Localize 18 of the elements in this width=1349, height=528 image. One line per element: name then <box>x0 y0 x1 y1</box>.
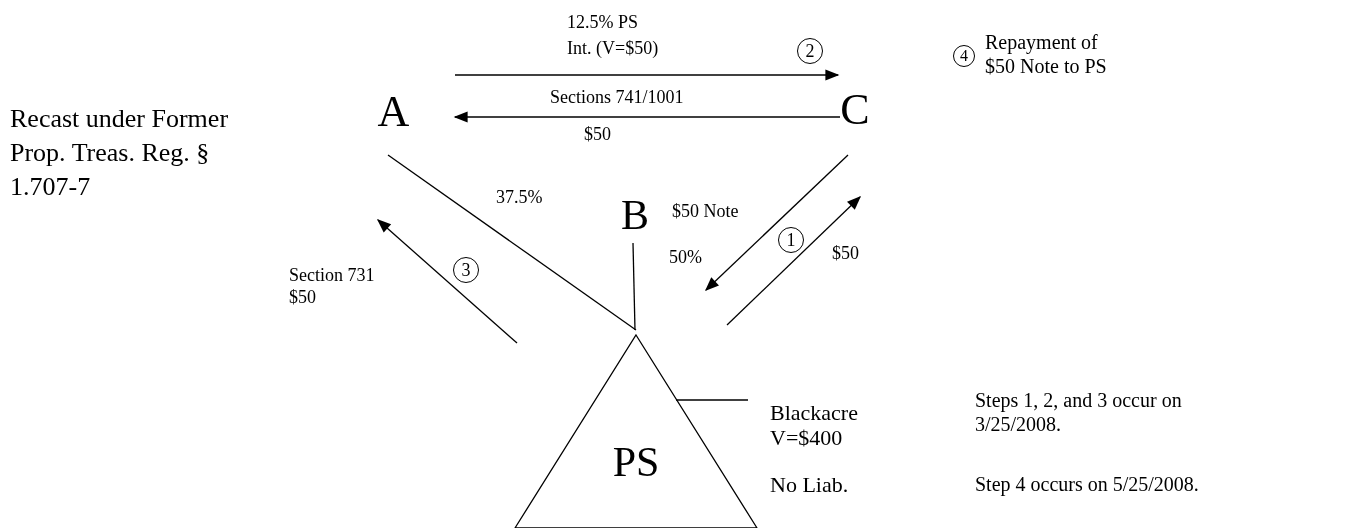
date-note: Steps 1, 2, and 3 occur on 3/25/2008. <box>975 388 1183 436</box>
partner-label: B <box>613 192 657 238</box>
amount-label: $50 <box>584 124 611 146</box>
triangle-node: PS <box>515 335 757 528</box>
connector-line <box>675 399 749 401</box>
arrow <box>454 69 840 81</box>
step-note: Repayment of $50 Note to PS <box>985 30 1108 78</box>
connector-line <box>387 154 637 331</box>
transfer-label: Section 731 $50 <box>289 265 376 309</box>
title-note: Recast under Former Prop. Treas. Reg. § 1.707-7 <box>10 103 230 203</box>
arrow <box>453 111 841 123</box>
node-note: No Liab. <box>770 472 849 499</box>
partner-label: C <box>826 84 884 136</box>
arrow <box>705 154 849 291</box>
connector-line <box>632 242 636 331</box>
partner-label: A <box>362 70 455 155</box>
date-note: Step 4 occurs on 5/25/2008. <box>975 472 1200 496</box>
arrow <box>726 196 861 326</box>
